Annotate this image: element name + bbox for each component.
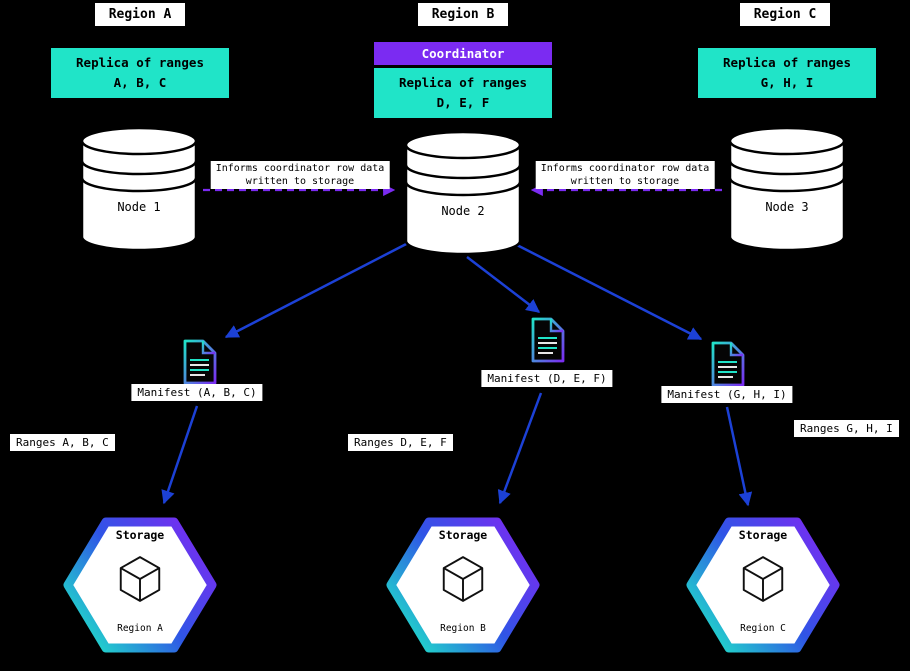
replica-a-line1: Replica of ranges bbox=[76, 55, 204, 70]
replica-b-line1: Replica of ranges bbox=[399, 75, 527, 90]
informs-left-label: Informs coordinator row data written to … bbox=[210, 161, 390, 189]
storage-b-cube-icon bbox=[442, 556, 484, 602]
region-c-title: Region C bbox=[740, 3, 830, 26]
storage-b-region-label: Region B bbox=[440, 623, 486, 634]
arrow-manifest-a-to-storage-a bbox=[161, 405, 199, 505]
storage-c-cube-icon bbox=[742, 556, 784, 602]
replica-c-line1: Replica of ranges bbox=[723, 55, 851, 70]
replica-b-line2: D, E, F bbox=[436, 95, 490, 110]
region-a-title: Region A bbox=[95, 3, 185, 26]
node-1-database-icon bbox=[80, 126, 198, 252]
replica-a-line2: A, B, C bbox=[113, 75, 167, 90]
storage-a-title: Storage bbox=[115, 528, 165, 542]
informs-right-line1: Informs coordinator row data bbox=[540, 163, 710, 174]
replica-c-box: Replica of ranges G, H, I bbox=[698, 48, 876, 98]
replica-c-line2: G, H, I bbox=[760, 75, 814, 90]
node-2-label: Node 2 bbox=[441, 204, 485, 218]
arrow-node2-to-manifest-a bbox=[224, 238, 415, 339]
informs-right-line2: written to storage bbox=[570, 176, 680, 187]
manifest-b-icon bbox=[531, 317, 565, 363]
ranges-b-label: Ranges D, E, F bbox=[348, 434, 453, 451]
replica-b-box: Replica of ranges D, E, F bbox=[374, 68, 552, 118]
storage-b-title: Storage bbox=[438, 528, 488, 542]
node-2-database-icon bbox=[404, 130, 522, 256]
informs-right-label: Informs coordinator row data written to … bbox=[535, 161, 715, 189]
storage-c-region-label: Region C bbox=[740, 623, 786, 634]
informs-left-line2: written to storage bbox=[245, 176, 355, 187]
storage-a-region-label: Region A bbox=[117, 623, 163, 634]
arrow-node2-to-manifest-b bbox=[466, 256, 541, 313]
region-b-title: Region B bbox=[418, 3, 508, 26]
replica-a-box: Replica of ranges A, B, C bbox=[51, 48, 229, 98]
ranges-a-label: Ranges A, B, C bbox=[10, 434, 115, 451]
node-3-database-icon bbox=[728, 126, 846, 252]
informs-left-line1: Informs coordinator row data bbox=[215, 163, 385, 174]
arrow-node2-to-manifest-c bbox=[512, 241, 703, 341]
node-1-label: Node 1 bbox=[117, 200, 161, 214]
ranges-c-label: Ranges G, H, I bbox=[794, 420, 899, 437]
manifest-c-label: Manifest (G, H, I) bbox=[661, 386, 793, 403]
coordinator-box: Coordinator bbox=[374, 42, 552, 65]
storage-c-title: Storage bbox=[738, 528, 788, 542]
storage-a-cube-icon bbox=[119, 556, 161, 602]
node-3-label: Node 3 bbox=[765, 200, 809, 214]
arrow-manifest-c-to-storage-c bbox=[725, 406, 753, 507]
manifest-b-label: Manifest (D, E, F) bbox=[481, 370, 613, 387]
arrow-manifest-b-to-storage-b bbox=[497, 392, 543, 505]
manifest-c-icon bbox=[711, 341, 745, 387]
manifest-a-icon bbox=[183, 339, 217, 385]
manifest-a-label: Manifest (A, B, C) bbox=[131, 384, 263, 401]
